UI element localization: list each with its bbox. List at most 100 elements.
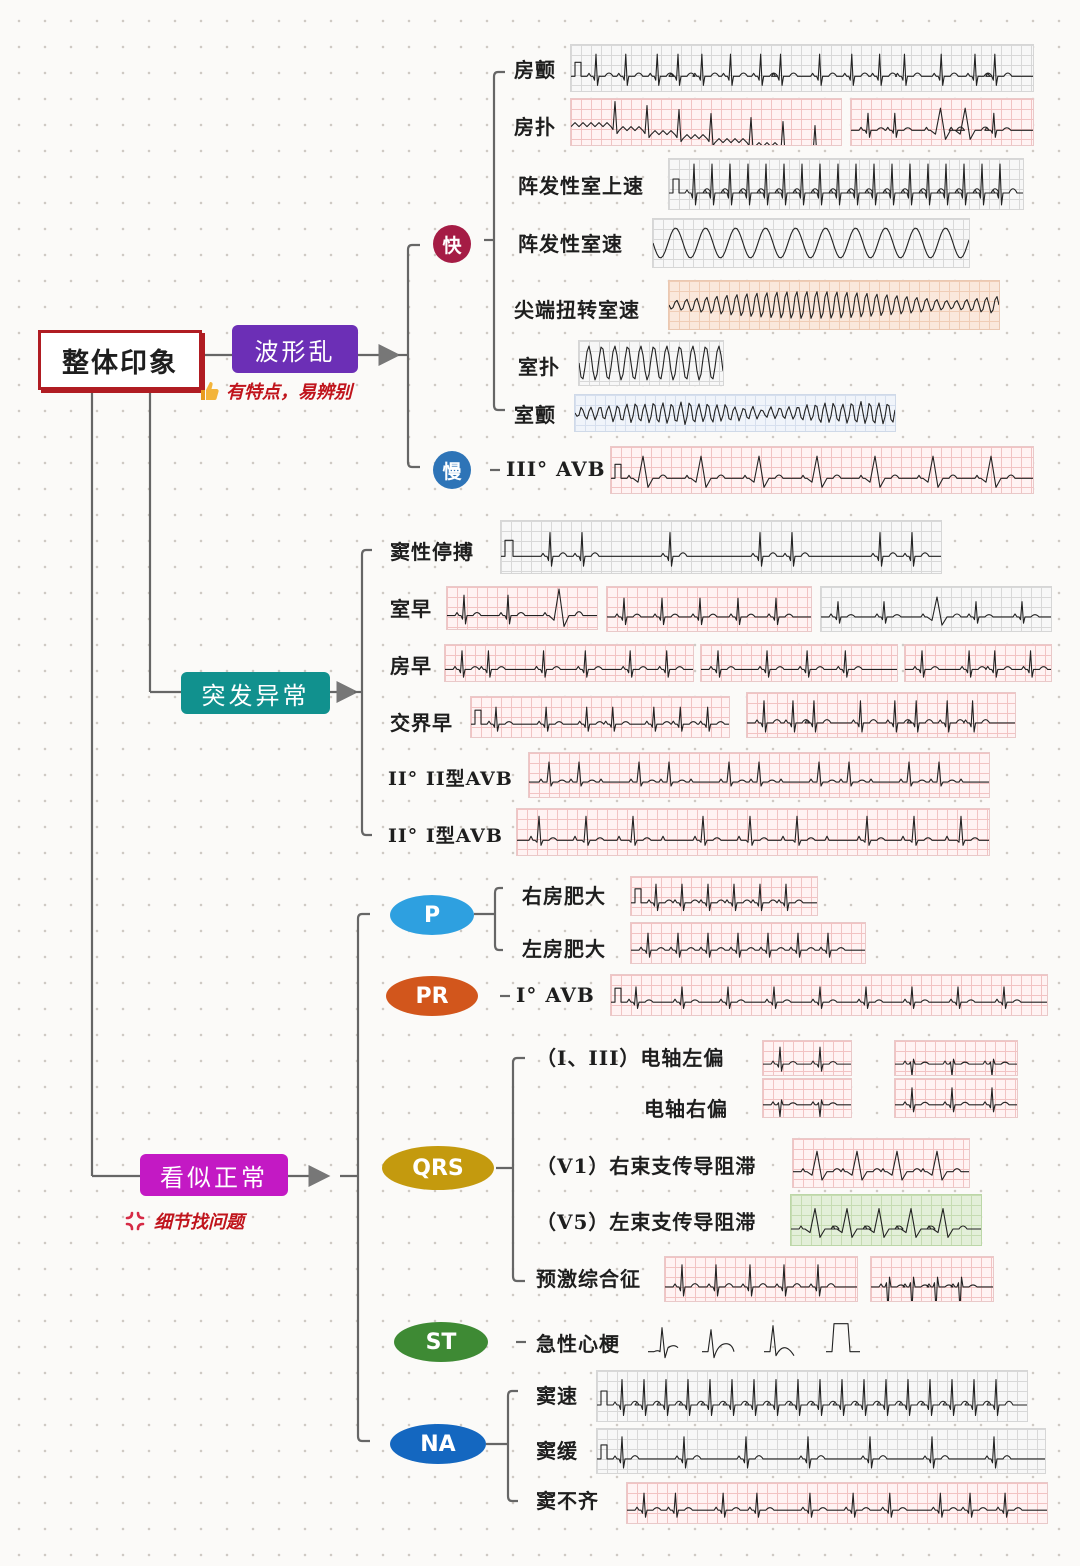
ecg-waveform — [669, 291, 999, 319]
ecg-strip — [668, 280, 1000, 330]
rhythm-label: 室颤 — [514, 403, 556, 427]
ecg-strip — [762, 1040, 852, 1076]
ecg-waveform — [763, 1099, 851, 1117]
branch-sudden-label: 突发异常 — [201, 681, 310, 710]
ecg-strip — [894, 1078, 1018, 1118]
branch-chaotic-label: 波形乱 — [254, 337, 336, 366]
ecg-strip — [652, 218, 970, 268]
ecg-trace — [447, 588, 597, 628]
group-qrs: QRS — [382, 1146, 494, 1190]
root-label: 整体印象 — [62, 347, 178, 379]
slow-label: 慢 — [442, 460, 462, 483]
rhythm-label: 房颤 — [514, 58, 556, 82]
ecg-waveform — [571, 53, 1033, 86]
rhythm-label: II° II型AVB — [388, 768, 513, 790]
ecg-waveform — [445, 650, 693, 678]
ecg-waveform — [821, 596, 1051, 626]
ecg-waveform — [447, 588, 597, 628]
ecg-waveform — [501, 532, 941, 567]
ecg-trace — [648, 1323, 860, 1359]
ecg-waveform — [597, 1378, 1027, 1417]
ecg-strip — [574, 394, 896, 432]
chaotic-note-text: 有特点，易辨别 — [226, 382, 352, 403]
ecg-waveform — [871, 1276, 993, 1301]
ecg-trace — [669, 163, 1023, 206]
root-node: 整体印象 — [38, 330, 202, 390]
ecg-strip — [626, 1482, 1048, 1524]
ecg-strip — [570, 44, 1034, 92]
ecg-strip — [668, 158, 1024, 210]
ecg-trace — [597, 1378, 1027, 1417]
branch-chaotic: 波形乱 — [232, 325, 358, 373]
ecg-strip — [610, 974, 1048, 1016]
ecg-strip — [630, 876, 818, 916]
ecg-waveform — [627, 1492, 1047, 1518]
ecg-strip — [606, 586, 812, 632]
ecg-trace — [597, 1436, 1045, 1469]
ecg-waveform — [851, 107, 1033, 140]
ecg-waveform — [747, 700, 1015, 733]
ecg-waveform — [669, 163, 1023, 206]
ecg-trace — [575, 400, 895, 426]
ecg-trace — [579, 345, 723, 381]
branch-sudden: 突发异常 — [181, 672, 330, 714]
ecg-waveform — [571, 101, 817, 145]
ecg-trace — [665, 1264, 857, 1297]
rhythm-label: 急性心梗 — [536, 1332, 620, 1356]
slow-node: 慢 — [433, 451, 471, 489]
ecg-strip — [570, 98, 842, 146]
ecg-waveform — [517, 815, 989, 846]
group-pr-label: PR — [415, 983, 449, 1009]
ecg-strip — [792, 1138, 970, 1188]
stemi-evolution — [640, 1320, 870, 1364]
ecg-strip — [894, 1040, 1018, 1076]
ecg-trace — [763, 1046, 851, 1072]
rhythm-label: （V5）左束支传导阻滞 — [536, 1210, 757, 1234]
ecg-trace — [793, 1150, 969, 1181]
ecg-strip — [516, 808, 990, 856]
group-pr: PR — [386, 976, 478, 1016]
rhythm-label: I° AVB — [516, 983, 595, 1007]
branch-normal-label: 看似正常 — [160, 1163, 268, 1192]
ecg-strip — [446, 586, 598, 630]
rhythm-label: 尖端扭转室速 — [514, 298, 640, 322]
ecg-strip — [700, 644, 898, 682]
group-st: ST — [394, 1322, 488, 1362]
ecg-trace — [905, 650, 1051, 678]
ecg-trace — [627, 1492, 1047, 1518]
ecg-trace — [611, 986, 1047, 1010]
ecg-strip — [528, 752, 990, 798]
group-p-label: P — [423, 902, 441, 928]
ecg-strip — [578, 340, 724, 386]
branch-normal: 看似正常 — [140, 1154, 288, 1196]
ecg-trace — [763, 1099, 851, 1117]
ecg-waveform — [763, 1046, 851, 1072]
ecg-waveform — [611, 455, 1033, 488]
ecg-trace — [611, 455, 1033, 488]
rhythm-label: 房早 — [390, 654, 432, 678]
rhythm-label: 窦缓 — [536, 1439, 578, 1463]
ecg-trace — [631, 932, 865, 958]
ecg-strip — [630, 922, 866, 964]
ecg-trace — [669, 291, 999, 319]
ecg-strip — [904, 644, 1052, 682]
ecg-waveform — [793, 1150, 969, 1181]
group-p: P — [390, 895, 474, 935]
ecg-strip — [596, 1370, 1028, 1422]
rhythm-label: 窦速 — [536, 1384, 578, 1408]
ecg-waveform — [471, 706, 729, 732]
ecg-waveform — [895, 1058, 1017, 1075]
ecg-trace — [445, 650, 693, 678]
normal-note-text: 细节找问题 — [154, 1212, 244, 1233]
ecg-waveform — [575, 400, 895, 426]
rhythm-label: 电轴右偏 — [644, 1097, 728, 1121]
ecg-strip — [470, 696, 730, 738]
rhythm-label: 右房肥大 — [522, 884, 606, 908]
ecg-strip — [610, 446, 1034, 494]
ecg-trace — [607, 597, 811, 626]
ecg-trace — [471, 706, 729, 732]
ecg-waveform — [653, 227, 969, 259]
group-na: NA — [390, 1424, 486, 1464]
group-st-label: ST — [425, 1329, 457, 1355]
rhythm-label: 阵发性室上速 — [518, 174, 644, 198]
